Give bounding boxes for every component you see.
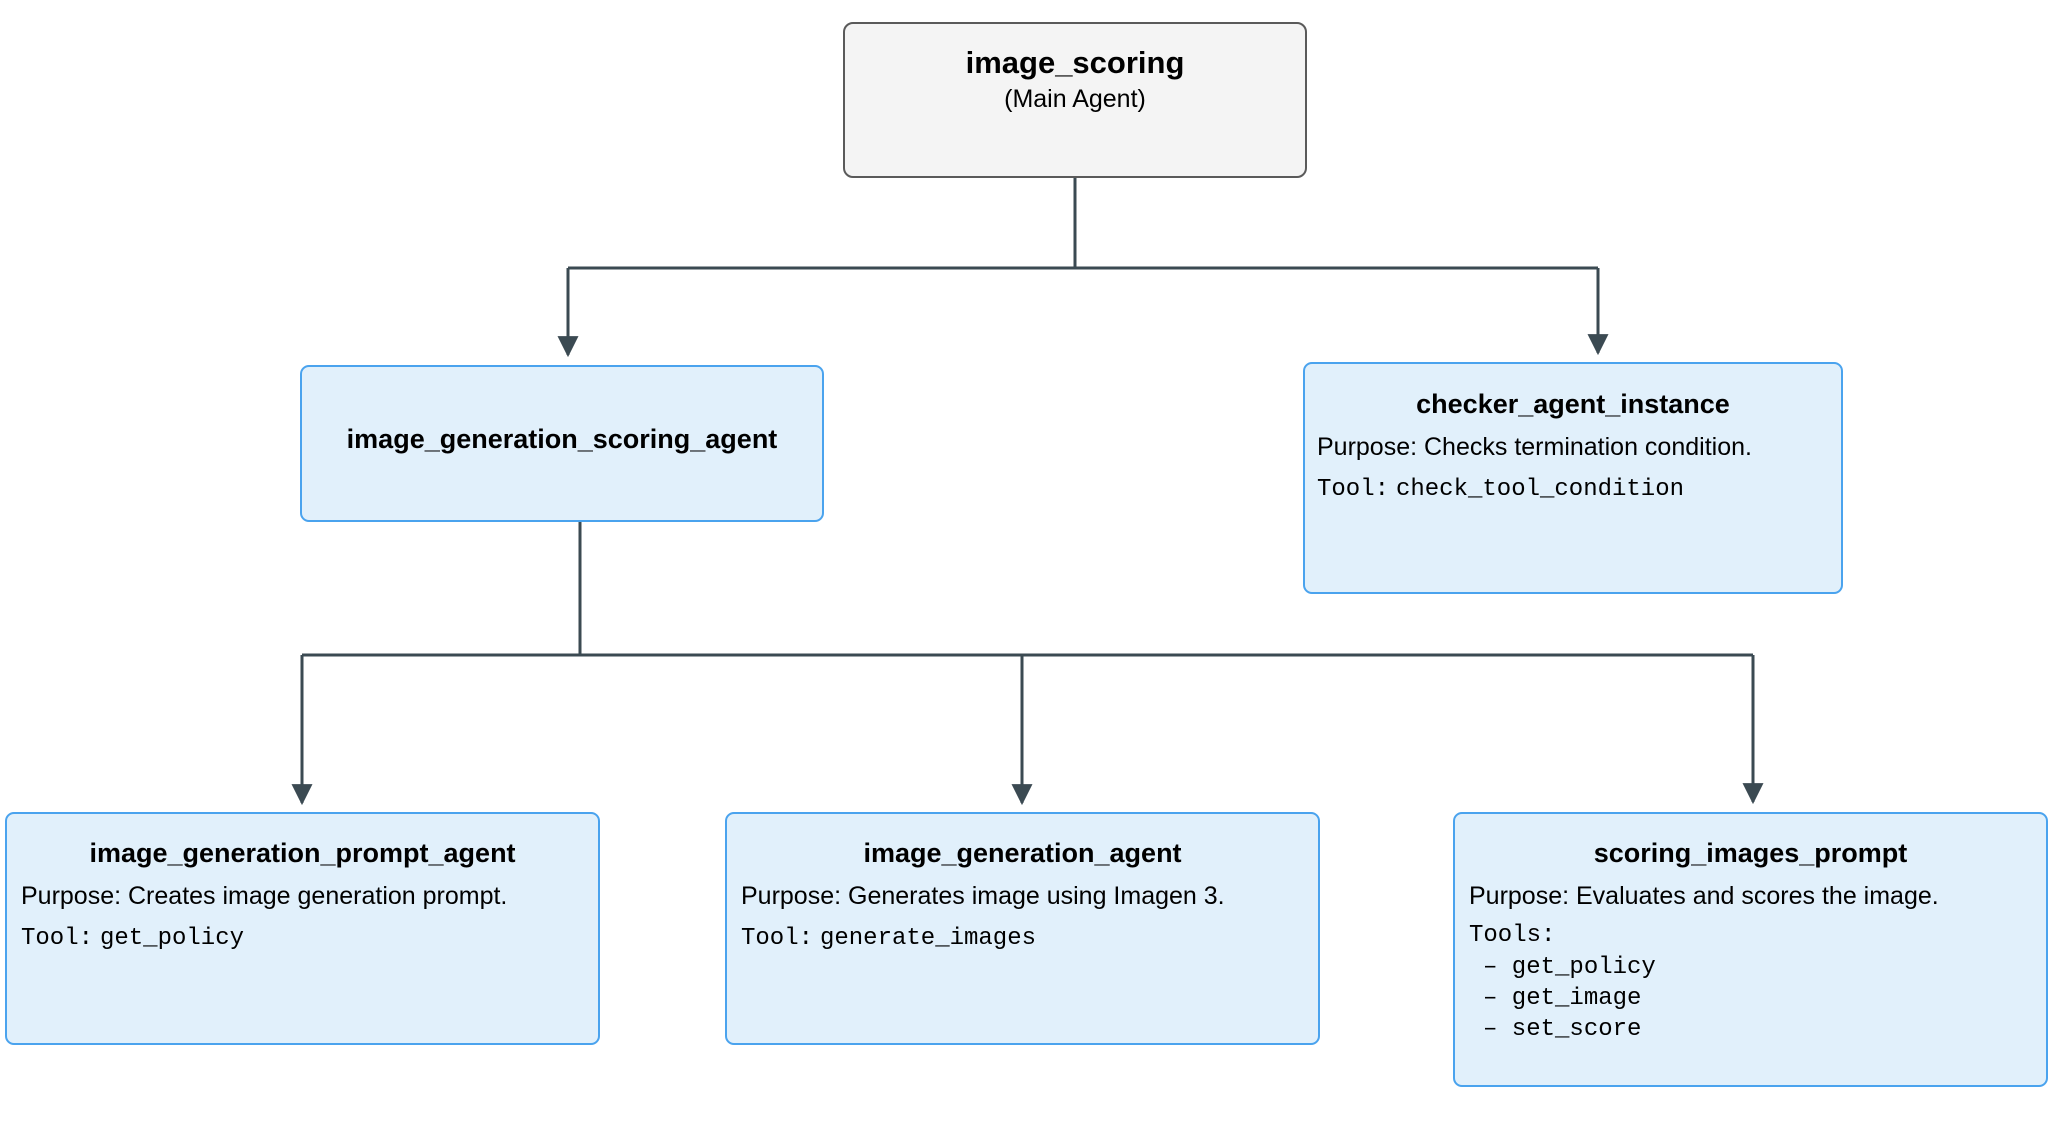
node-tool: Tool: generate_images <box>741 920 1304 955</box>
node-title: image_generation_agent <box>863 838 1182 868</box>
node-purpose: Purpose: Creates image generation prompt… <box>21 882 508 911</box>
node-subtitle: (Main Agent) <box>1004 85 1146 114</box>
tools-label: Tools: <box>1469 922 1556 950</box>
tool-name: check_tool_condition <box>1395 476 1685 504</box>
tool-name: get_policy <box>99 925 244 953</box>
tool-label: Tool: <box>1317 476 1390 504</box>
node-purpose: Purpose: Checks termination condition. <box>1317 433 1752 462</box>
node-tool: Tool: check_tool_condition <box>1317 471 1829 506</box>
node-title: image_scoring <box>965 45 1185 80</box>
node-title: checker_agent_instance <box>1416 389 1730 419</box>
node-image-generation-scoring-agent[interactable]: image_generation_scoring_agent <box>300 365 824 522</box>
node-purpose: Purpose: Generates image using Imagen 3. <box>741 882 1225 911</box>
node-scoring-images-prompt[interactable]: scoring_images_prompt Purpose: Evaluates… <box>1453 812 2048 1087</box>
tool-list-item: – get_policy <box>1483 953 1656 981</box>
node-image-generation-agent[interactable]: image_generation_agent Purpose: Generate… <box>725 812 1320 1045</box>
node-title: image_generation_prompt_agent <box>89 838 516 868</box>
tool-label: Tool: <box>741 925 814 953</box>
node-tool: Tool: get_policy <box>21 920 584 955</box>
tools-list: – get_policy – get_image – set_score <box>1469 952 2032 1046</box>
tool-list-item: – get_image <box>1483 984 1642 1012</box>
tool-name: generate_images <box>819 925 1037 953</box>
node-image-generation-prompt-agent[interactable]: image_generation_prompt_agent Purpose: C… <box>5 812 600 1045</box>
node-image-scoring[interactable]: image_scoring (Main Agent) <box>843 22 1307 178</box>
tool-label: Tool: <box>21 925 94 953</box>
node-checker-agent-instance[interactable]: checker_agent_instance Purpose: Checks t… <box>1303 362 1843 594</box>
tool-list-item: – set_score <box>1483 1015 1642 1043</box>
node-title: image_generation_scoring_agent <box>346 424 778 454</box>
node-purpose: Purpose: Evaluates and scores the image. <box>1469 882 1939 911</box>
node-title: scoring_images_prompt <box>1593 838 1908 868</box>
